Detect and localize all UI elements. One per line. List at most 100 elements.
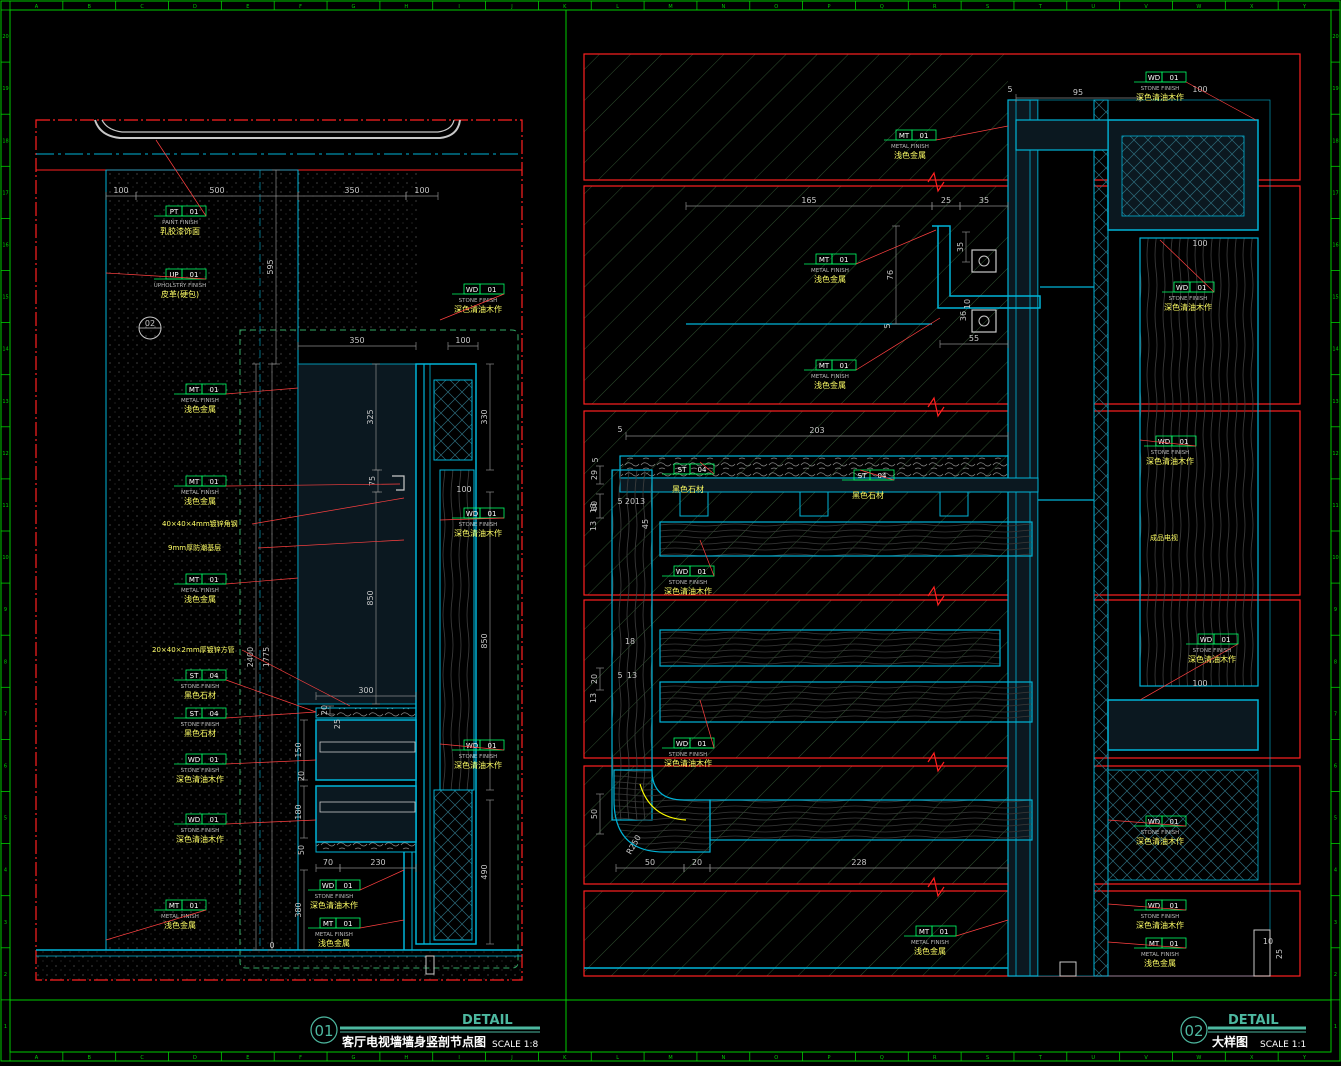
dimension-label: 230 [370, 858, 385, 867]
tag-code: WD [676, 568, 688, 576]
tag-leader-line [105, 909, 207, 941]
break-line-symbol [927, 876, 945, 898]
ruler-number: 15 [1332, 295, 1338, 301]
tag-number: 01 [488, 742, 497, 750]
ruler-letter: T [1038, 1055, 1043, 1061]
dimension-label: 100 [414, 186, 429, 195]
tag-code: MT [189, 576, 200, 584]
tag-number: 01 [1180, 438, 1189, 446]
dimension-label: 29 [590, 470, 599, 480]
curved-corner-profile [613, 769, 711, 853]
tag-english: METAL FINISH [181, 398, 219, 404]
hatched-section-strip [584, 600, 1008, 758]
ruler-letter: N [721, 4, 725, 10]
tag-number: 01 [1170, 74, 1179, 82]
tag-leader-line [225, 711, 317, 719]
tag-code: MT [189, 478, 200, 486]
dimension-label: 25 [941, 196, 951, 205]
tag-number: 01 [344, 920, 353, 928]
tag-chinese: 深色清油木作 [664, 586, 712, 596]
tag-chinese: 浅色金属 [184, 594, 216, 604]
dimension-label: 850 [480, 633, 489, 648]
tag-number-box [335, 917, 361, 929]
dimension-label: 350 [349, 336, 364, 345]
tag-english: STONE FINISH [181, 684, 220, 690]
tag-leader-line [359, 919, 405, 929]
ruler-letter: W [1196, 1055, 1201, 1061]
tag-number: 01 [920, 132, 929, 140]
tag-number: 01 [488, 286, 497, 294]
tag-chinese: 黑色石材 [184, 690, 216, 700]
tag-number-box [201, 753, 227, 765]
dimension-label: 203 [809, 426, 824, 435]
tag-english: METAL FINISH [811, 374, 849, 380]
tag-code: MT [899, 132, 910, 140]
ruler-number: 7 [4, 711, 7, 717]
tag-english: METAL FINISH [315, 932, 353, 938]
tag-leader-line [1159, 239, 1215, 293]
ruler-letter: A [35, 4, 39, 10]
dimension-label: 45 [641, 519, 650, 529]
ruler-letter: W [1196, 4, 1201, 10]
dimension-label: 80 [590, 501, 599, 511]
dimension-label: 20 [590, 674, 599, 684]
dimension-label: 595 [266, 259, 275, 274]
tag-chinese: 浅色金属 [184, 496, 216, 506]
dimension-label: 50 [590, 809, 599, 819]
tag-number-box [1161, 71, 1187, 83]
ruler-number: 7 [1334, 711, 1337, 717]
tag-chinese: 深色清油木作 [1136, 836, 1184, 846]
dimension-label: 13 [635, 497, 645, 506]
dimension-label: 13 [627, 671, 637, 680]
tag-code: UP [169, 271, 178, 279]
dimension-label: 13 [589, 503, 598, 513]
ruler-letter: H [404, 1055, 408, 1061]
dimension-label: 95 [1073, 88, 1083, 97]
tag-code: WD [466, 286, 478, 294]
tag-code: WD [466, 510, 478, 518]
panel-1-wall-section: 02 [35, 119, 523, 981]
tag-number-box [831, 359, 857, 371]
ruler-letter: Q [880, 1055, 884, 1061]
dimension-label: 850 [366, 590, 375, 605]
dimension-label: 20 [692, 858, 702, 867]
ruler-number: 17 [2, 190, 8, 196]
tag-number-box [335, 879, 361, 891]
tag-number: 04 [698, 466, 707, 474]
tag-number-box [1171, 435, 1197, 447]
tag-leader-line [225, 759, 317, 765]
tag-leader-line [225, 387, 299, 395]
